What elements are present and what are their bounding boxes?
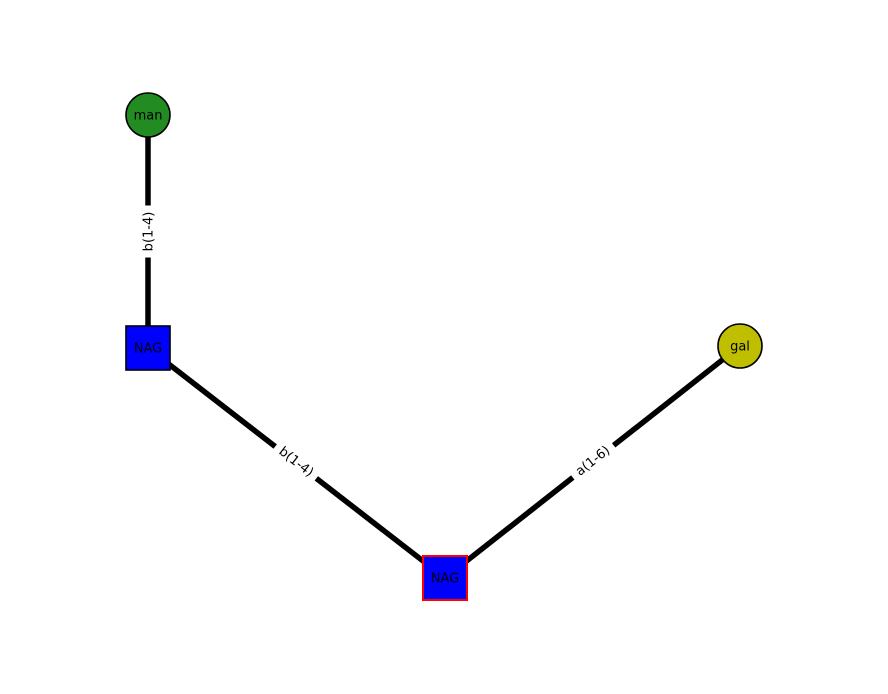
node-label: NAG <box>431 572 459 587</box>
nag-lower-square <box>422 555 468 601</box>
edge-label-background <box>567 438 618 483</box>
edges <box>145 112 743 581</box>
edge-label-background <box>138 205 158 258</box>
node-gal: gal <box>717 323 763 369</box>
gal-circle <box>717 323 763 369</box>
node-label: NAG <box>134 342 162 357</box>
node-man: man <box>125 92 171 138</box>
nodes: man NAG NAG gal <box>125 92 763 601</box>
edge-label-group-nag-lower-gal: a(1-6) <box>567 438 618 483</box>
nag-upper-square <box>125 325 171 371</box>
man-circle <box>125 92 171 138</box>
edge-label-group-nag-upper-nag-lower: b(1-4) <box>271 439 322 484</box>
node-nag-lower: NAG <box>422 555 468 601</box>
edge-label: b(1-4) <box>142 212 157 252</box>
edge-label-group-man-nag-upper: b(1-4) <box>138 205 158 258</box>
node-label: man <box>134 109 163 124</box>
node-label: gal <box>730 340 750 355</box>
edge-label-background <box>271 439 322 484</box>
edge-labels: b(1-4) b(1-4) a(1-6) <box>138 205 618 484</box>
node-nag-upper: NAG <box>125 325 171 371</box>
